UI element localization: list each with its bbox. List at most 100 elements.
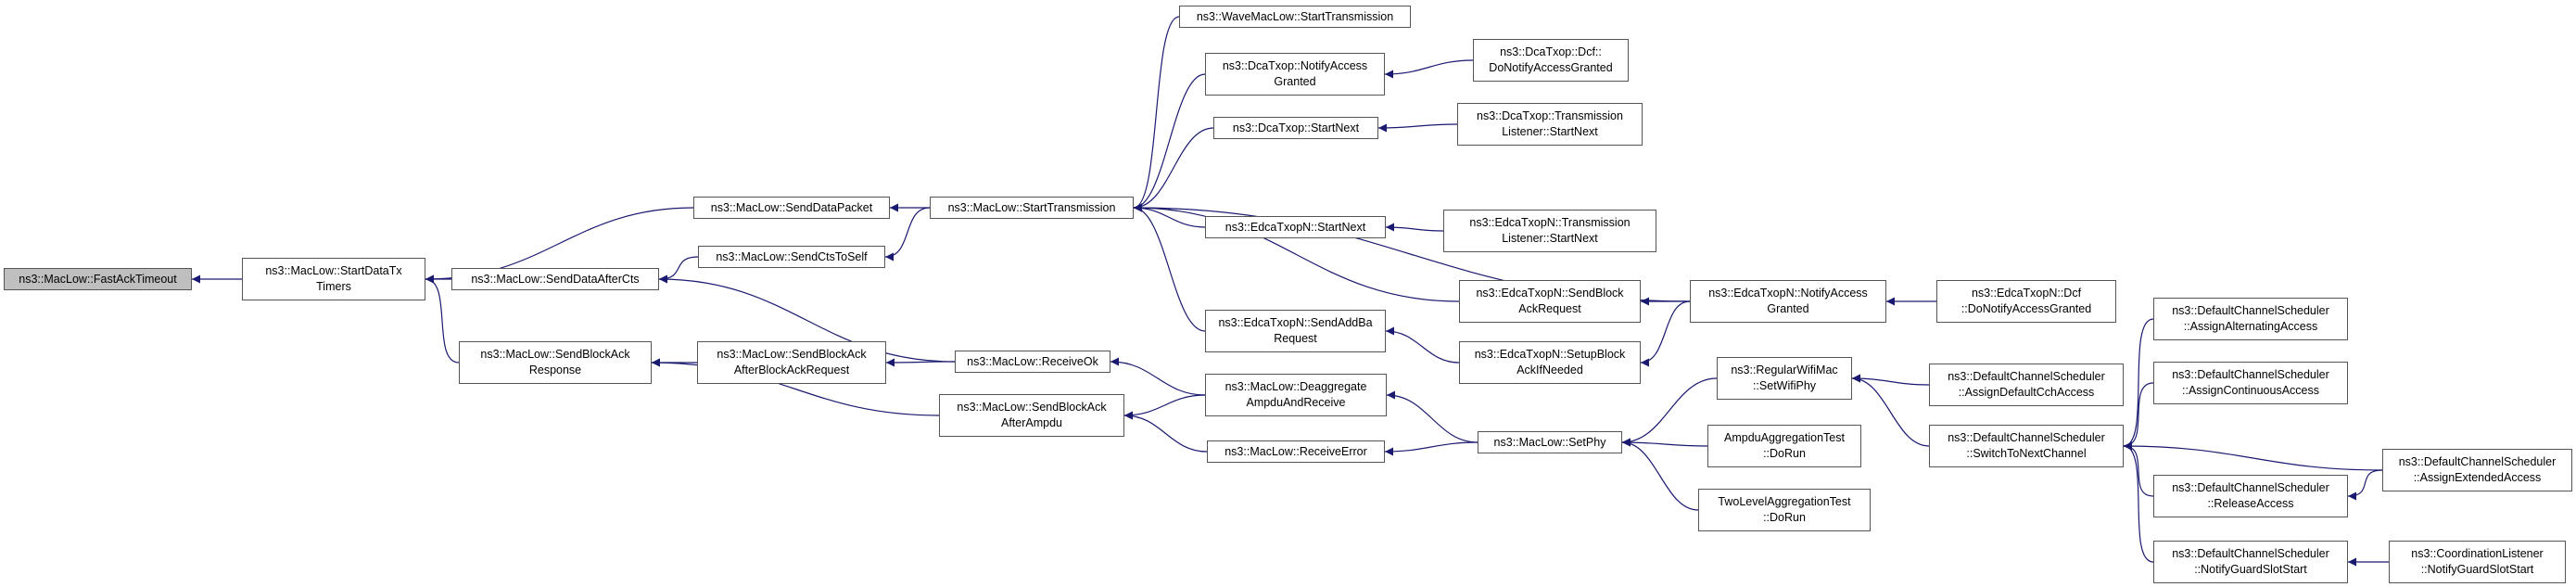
graph-node-n13[interactable]: ns3::DcaTxop::StartNext [1213, 117, 1378, 139]
graph-node-label-line: ns3::DcaTxop::Transmission [1477, 109, 1623, 122]
graph-edge-n17-n10 [1110, 357, 1206, 396]
graph-node-n29[interactable]: ns3::DefaultChannelScheduler::AssignDefa… [1929, 364, 2124, 406]
graph-edge-n19-n12 [1384, 59, 1474, 79]
graph-node-label-line: ns3::MacLow::FastAckTimeout [19, 272, 177, 286]
graph-node-label-line: ns3::CoordinationListener [2411, 547, 2544, 560]
graph-node-n3[interactable]: ns3::MacLow::SendDataPacket [693, 197, 890, 219]
graph-node-label-line: ns3::DefaultChannelScheduler [2172, 304, 2329, 317]
graph-node-n28[interactable]: ns3::EdcaTxopN::Dcf::DoNotifyAccessGrant… [1936, 280, 2116, 323]
graph-node-label-line: Response [528, 364, 582, 376]
graph-node-label-line: ns3::MacLow::ReceiveOk [967, 354, 1098, 368]
graph-node-label-line: DoNotifyAccessGranted [1489, 61, 1613, 74]
graph-edge-n26-n23 [1621, 438, 1708, 447]
graph-node-label-line: AmpduAndReceive [1246, 396, 1346, 409]
graph-node-n36[interactable]: ns3::CoordinationListener::NotifyGuardSl… [2389, 541, 2566, 583]
graph-node-n1: ns3::MacLow::FastAckTimeout [4, 268, 192, 290]
graph-node-label-line: ns3::EdcaTxopN::SendBlock [1476, 287, 1624, 300]
graph-node-label-line: ::NotifyGuardSlotStart [2194, 563, 2307, 576]
graph-node-label-line: ns3::EdcaTxopN::NotifyAccess [1708, 287, 1868, 300]
graph-node-label-line: ns3::RegularWifiMac [1731, 364, 1838, 376]
graph-node-n18[interactable]: ns3::MacLow::ReceiveError [1207, 440, 1385, 463]
graph-edge-n24-n22 [1640, 300, 1691, 367]
graph-node-label-line: Granted [1767, 302, 1809, 315]
graph-edge-n20-n13 [1377, 123, 1458, 133]
graph-node-label-line: ns3::DefaultChannelScheduler [1948, 431, 2105, 444]
graph-node-label-line: ::DoNotifyAccessGranted [1961, 302, 2092, 315]
graph-node-n9[interactable]: ns3::MacLow::StartTransmission [930, 197, 1134, 219]
graph-node-label-line: AckIfNeeded [1516, 364, 1583, 376]
graph-node-label-line: ns3::MacLow::StartDataTx [265, 264, 402, 277]
graph-node-n31[interactable]: ns3::DefaultChannelScheduler::AssignAlte… [2153, 298, 2348, 340]
graph-edge-n23-n18 [1384, 441, 1478, 456]
graph-node-label-line: ns3::EdcaTxopN::Transmission [1469, 216, 1631, 229]
graph-node-label-line: ::AssignContinuousAccess [2182, 384, 2319, 397]
graph-node-label-line: ns3::MacLow::SendCtsToSelf [716, 249, 868, 263]
graph-node-label-line: ns3::MacLow::SetPhy [1493, 435, 1606, 449]
graph-node-label-line: ::DoRun [1763, 511, 1806, 524]
graph-edge-n18-n8 [1123, 411, 1208, 453]
graph-node-label-line: ns3::EdcaTxopN::StartNext [1225, 220, 1366, 234]
graph-node-label-line: ns3::DcaTxop::NotifyAccess [1222, 59, 1368, 72]
graph-edge-n31-n30 [2123, 318, 2154, 451]
graph-edge-n15-n9 [1133, 203, 1460, 302]
graph-node-label-line: AfterAmpdu [1000, 416, 1062, 429]
graph-node-label-line: ns3::DefaultChannelScheduler [2172, 547, 2329, 560]
graph-node-label-line: ::ReleaseAccess [2207, 497, 2294, 510]
graph-node-label-line: AmpduAggregationTest [1724, 431, 1845, 444]
graph-node-n30[interactable]: ns3::DefaultChannelScheduler::SwitchToNe… [1929, 425, 2124, 467]
graph-node-label-line: ns3::MacLow::StartTransmission [947, 200, 1116, 214]
graph-edge-n12-n9 [1133, 73, 1206, 212]
graph-node-label-line: ns3::MacLow::Deaggregate [1225, 380, 1367, 393]
graph-edge-n25-n23 [1621, 377, 1718, 447]
graph-edge-n11-n9 [1133, 16, 1180, 212]
graph-node-label-line: ::SwitchToNextChannel [1966, 447, 2087, 460]
graph-edge-n27-n23 [1621, 438, 1699, 511]
graph-node-label-line: Granted [1274, 75, 1316, 88]
graph-edge-n35-n33 [2347, 469, 2383, 501]
graph-node-n32[interactable]: ns3::DefaultChannelScheduler::AssignCont… [2153, 362, 2348, 404]
graph-node-n33[interactable]: ns3::DefaultChannelScheduler::ReleaseAcc… [2153, 475, 2348, 517]
graph-node-label-line: AckRequest [1518, 302, 1581, 315]
graph-node-label-line: ::DoRun [1763, 447, 1806, 460]
graph-node-label-line: ns3::MacLow::SendBlockAck [480, 348, 630, 361]
graph-node-n23[interactable]: ns3::MacLow::SetPhy [1478, 431, 1622, 453]
graph-node-n4[interactable]: ns3::MacLow::SendDataAfterCts [451, 268, 659, 290]
graph-node-n10[interactable]: ns3::MacLow::ReceiveOk [955, 351, 1110, 373]
graph-node-n5[interactable]: ns3::MacLow::SendCtsToSelf [698, 246, 885, 268]
graph-node-n25[interactable]: ns3::RegularWifiMac::SetWifiPhy [1717, 357, 1852, 400]
graph-node-label-line: ns3::WaveMacLow::StartTransmission [1196, 9, 1394, 23]
graph-node-n35[interactable]: ns3::DefaultChannelScheduler::AssignExte… [2382, 449, 2572, 491]
graph-edge-n30-n25 [1851, 374, 1930, 447]
graph-node-label-line: ::AssignAlternatingAccess [2183, 320, 2318, 333]
graph-node-label-line: ns3::DefaultChannelScheduler [2172, 481, 2329, 494]
graph-node-label-line: ns3::DcaTxop::Dcf:: [1500, 45, 1602, 58]
graph-node-label-line: ns3::DefaultChannelScheduler [2398, 455, 2557, 468]
graph-node-label-line: ns3::EdcaTxopN::Dcf [1971, 287, 2082, 300]
graph-node-label-line: Request [1274, 332, 1317, 345]
graph-edge-n10-n7 [885, 358, 956, 367]
graph-node-n27[interactable]: TwoLevelAggregationTest::DoRun [1698, 489, 1871, 531]
graph-edge-n21-n14 [1385, 223, 1444, 232]
graph-node-n14[interactable]: ns3::EdcaTxopN::StartNext [1205, 216, 1386, 238]
graph-node-label-line: ns3::EdcaTxopN::SendAddBa [1218, 316, 1373, 329]
graph-node-n11[interactable]: ns3::WaveMacLow::StartTransmission [1179, 6, 1411, 28]
graph-node-label-line: ns3::DefaultChannelScheduler [1948, 370, 2105, 383]
graph-node-label-line: ::SetWifiPhy [1752, 379, 1817, 392]
graph-node-n26[interactable]: AmpduAggregationTest::DoRun [1707, 425, 1861, 467]
graph-node-label-line: ns3::MacLow::ReceiveError [1225, 444, 1367, 458]
graph-node-n34[interactable]: ns3::DefaultChannelScheduler::NotifyGuar… [2153, 541, 2348, 583]
graph-node-n19[interactable]: ns3::DcaTxop::Dcf::DoNotifyAccessGranted [1473, 39, 1629, 82]
graph-edge-n22-n16 [1385, 326, 1460, 364]
